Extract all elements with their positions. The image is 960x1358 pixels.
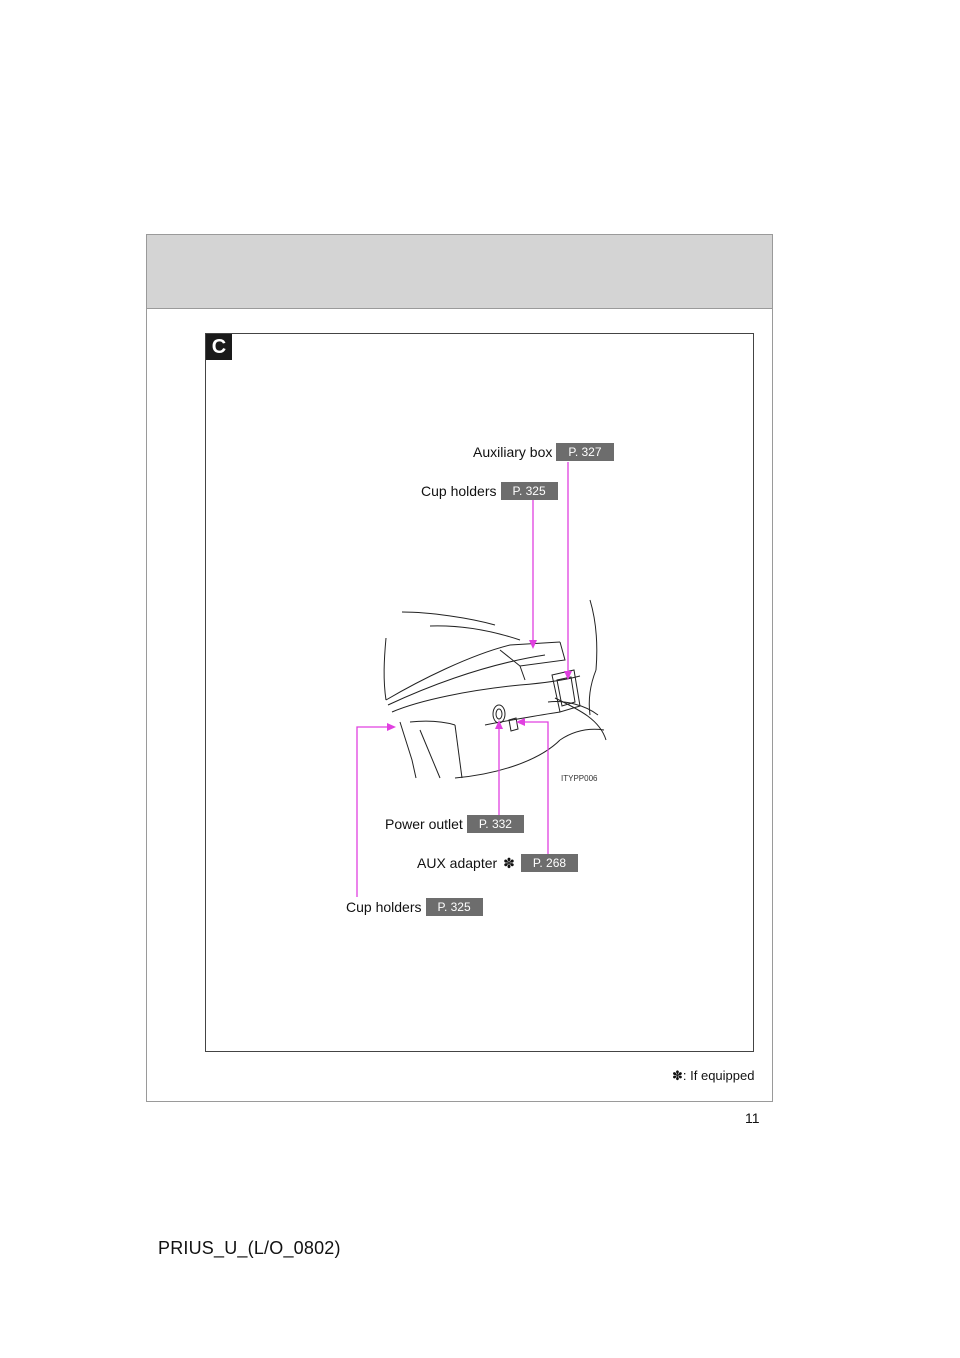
if-equipped-footnote: ✽: If equipped	[672, 1068, 754, 1084]
header-band	[147, 235, 772, 309]
if-equipped-star-icon: ✽	[503, 855, 515, 871]
arrowhead-cup-holders-bottom	[387, 723, 396, 731]
arrowhead-cup-holders-top	[529, 640, 537, 649]
callout-label: Cup holders	[346, 899, 422, 915]
console-line-art	[383, 599, 607, 779]
figure-image-code: ITYPP006	[561, 774, 598, 783]
arrowhead-power-outlet	[495, 720, 503, 729]
callout-aux-adapter: AUX adapter ✽ P. 268	[417, 854, 579, 872]
callout-label: Auxiliary box	[473, 444, 553, 460]
arrowhead-auxiliary-box	[564, 671, 572, 680]
star-icon: ✽	[672, 1068, 683, 1083]
callout-label: Power outlet	[385, 816, 463, 832]
callout-cup-holders-top: Cup holders P. 325	[421, 482, 558, 500]
callout-label: AUX adapter	[417, 855, 498, 871]
page-reference[interactable]: P. 332	[466, 815, 524, 833]
arrowhead-aux-adapter	[516, 718, 525, 726]
leader-lines	[356, 462, 569, 897]
callout-cup-holders-bottom: Cup holders P. 325	[346, 898, 483, 916]
page-reference[interactable]: P. 325	[500, 482, 558, 500]
callout-label: Cup holders	[421, 483, 497, 499]
leader-cup-holders-bottom	[356, 726, 392, 897]
page-frame	[146, 234, 773, 1102]
page-reference[interactable]: P. 268	[520, 854, 579, 872]
section-tag: C	[206, 334, 232, 360]
callout-power-outlet: Power outlet P. 332	[385, 815, 524, 833]
leader-aux-adapter	[520, 721, 549, 855]
footnote-text: : If equipped	[682, 1068, 755, 1083]
page-number: 11	[745, 1110, 760, 1126]
callout-auxiliary-box: Auxiliary box P. 327	[473, 443, 614, 461]
document-code: PRIUS_U_(L/O_0802)	[158, 1238, 341, 1258]
page-reference[interactable]: P. 325	[425, 898, 483, 916]
leader-arrowheads	[387, 640, 572, 731]
page-reference[interactable]: P. 327	[556, 443, 614, 461]
figure-box: C	[205, 333, 754, 1052]
